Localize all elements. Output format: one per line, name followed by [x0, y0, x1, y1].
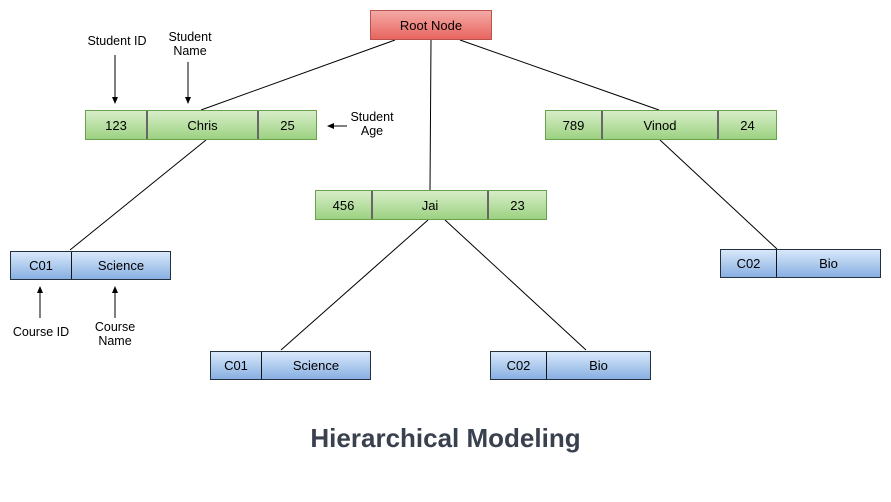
course-record-science-left: C01 Science	[10, 251, 171, 280]
course-record-bio-bottom: C02 Bio	[490, 351, 651, 380]
student-age-cell: 25	[257, 111, 316, 139]
course-id-cell: C02	[506, 358, 531, 373]
root-node-label: Root Node	[399, 17, 463, 33]
student-id-cell: 456	[332, 197, 355, 213]
root-node: Root Node	[370, 10, 492, 40]
course-name-label: Course Name	[94, 320, 136, 348]
course-record-bio-right: C02 Bio	[720, 249, 881, 278]
course-record-science-bottom: C01 Science	[210, 351, 371, 380]
edge-root-to-vinod	[459, 39, 660, 111]
student-name-cell: Chris	[146, 111, 257, 139]
course-name-cell: Science	[71, 252, 170, 279]
course-id-cell: C01	[224, 358, 248, 373]
student-name-label: Student Name	[168, 30, 212, 58]
student-id-label: Student ID	[87, 34, 147, 48]
student-age-label: Student Age	[350, 110, 394, 138]
course-name-cell: Science	[261, 352, 370, 379]
edge-chris-to-science	[69, 139, 207, 251]
student-record-jai: 456 Jai 23	[315, 190, 547, 220]
course-id-cell: C02	[736, 256, 761, 271]
student-name-cell: Jai	[371, 191, 487, 219]
student-record-vinod: 789 Vinod 24	[545, 110, 777, 140]
edge-root-to-jai	[429, 39, 432, 191]
student-record-chris: 123 Chris 25	[85, 110, 317, 140]
course-name-cell: Bio	[546, 352, 650, 379]
edge-root-to-chris	[200, 39, 396, 111]
course-id-label: Course ID	[12, 325, 70, 339]
course-name-cell: Bio	[776, 250, 880, 277]
edge-vinod-to-bio	[659, 139, 778, 250]
diagram-title: Hierarchical Modeling	[310, 423, 581, 453]
edge-jai-to-bio	[444, 219, 587, 351]
student-id-cell: 789	[562, 117, 585, 133]
student-id-cell: 123	[105, 117, 127, 133]
student-age-cell: 23	[487, 191, 546, 219]
student-age-cell: 24	[717, 111, 776, 139]
edge-jai-to-science	[280, 219, 429, 351]
student-name-cell: Vinod	[601, 111, 717, 139]
course-id-cell: C01	[29, 258, 53, 273]
